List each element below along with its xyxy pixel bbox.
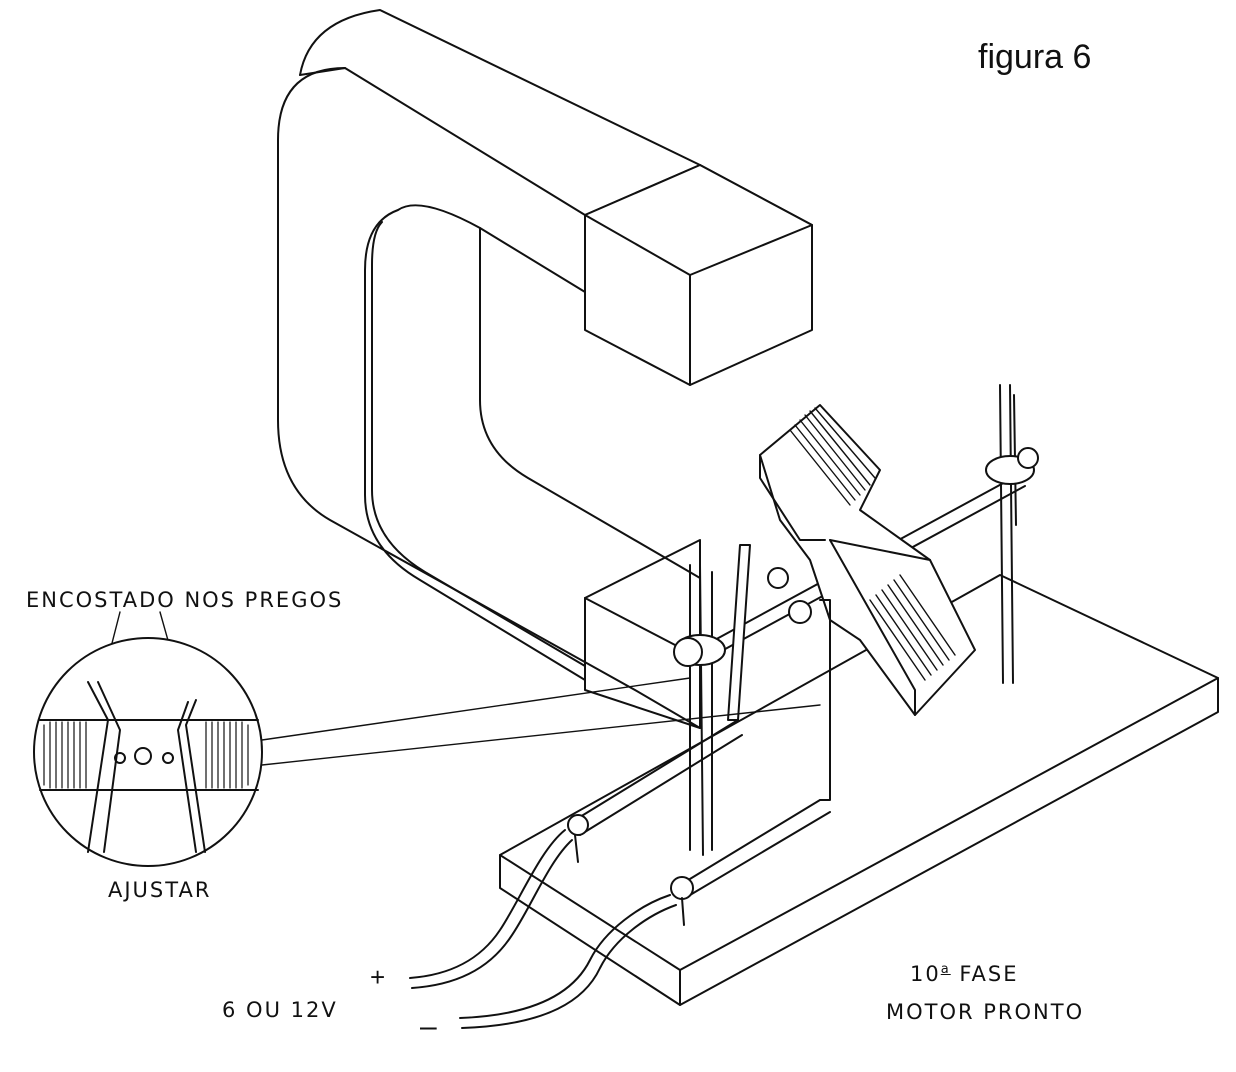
adjust-label: AJUSTAR [108,878,212,902]
magnified-detail [34,638,262,866]
armature-coil-windings [790,408,955,680]
wooden-base [500,575,1218,1005]
negative-terminal-label: – [420,1010,437,1043]
magnet-core [278,10,812,728]
positive-terminal-label: + [370,962,386,992]
motor-status-label: MOTOR PRONTO [886,1000,1085,1024]
commutator-assembly [674,545,830,855]
magnified-coil-windings [44,722,248,788]
armature-rotor [760,405,975,715]
phase-number: 10 [910,962,941,986]
figure-title: figura 6 [978,38,1092,76]
contact-label: ENCOSTADO NOS PREGOS [26,588,344,612]
right-support-nails [986,385,1038,683]
voltage-label: 6 OU 12V [222,998,338,1022]
phase-label: 10a FASE [910,962,1019,986]
phase-ordinal: a [940,962,951,977]
supply-wires [410,720,830,1028]
phase-word: FASE [959,962,1019,986]
